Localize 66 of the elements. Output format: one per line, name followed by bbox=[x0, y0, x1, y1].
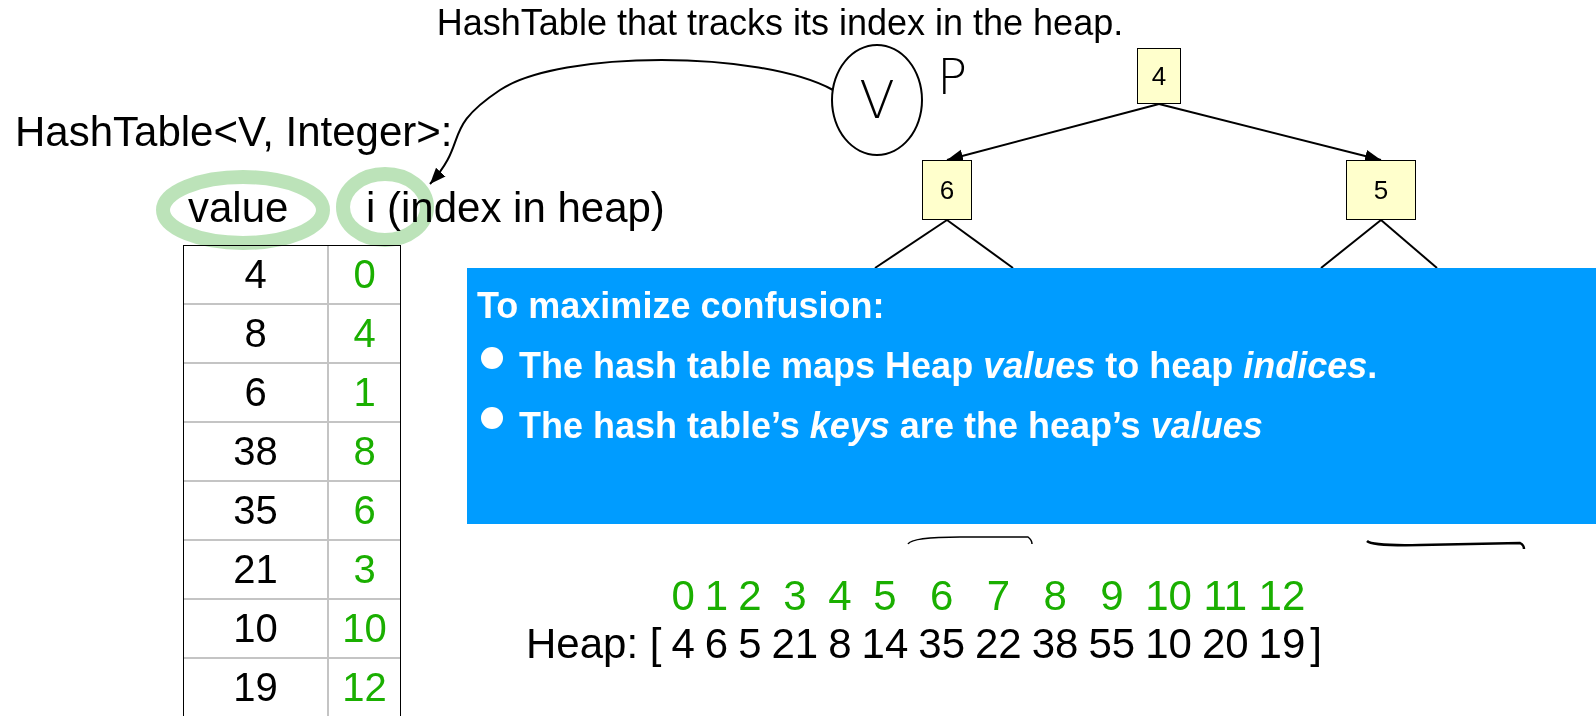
table-cell: 1 bbox=[329, 364, 400, 423]
table-cell: 21 bbox=[184, 541, 329, 600]
bracket-text: ] bbox=[1310, 620, 1322, 668]
index-number: 12 bbox=[1258, 572, 1306, 620]
index-number: 2 bbox=[738, 572, 762, 620]
table-cell: 8 bbox=[329, 423, 400, 482]
table-cell: 12 bbox=[329, 659, 400, 716]
table-cell: 10 bbox=[329, 600, 400, 659]
table-cell: 6 bbox=[184, 364, 329, 423]
heap-value: 35 bbox=[918, 620, 965, 668]
handwritten-letter: V bbox=[859, 70, 895, 130]
index-number: 10 bbox=[1145, 572, 1192, 620]
bullet-text: The hash table’s keys are the heap’s values bbox=[519, 404, 1263, 448]
heap-label: Heap: [ bbox=[526, 620, 662, 668]
index-number: 8 bbox=[1043, 572, 1067, 620]
table-cell: 10 bbox=[184, 600, 329, 659]
heap-value: 21 bbox=[771, 620, 819, 668]
index-number: 6 bbox=[929, 572, 954, 620]
index-number: 0 bbox=[671, 572, 695, 620]
table-cell: 38 bbox=[184, 423, 329, 482]
bullet-text: The hash table maps Heap values to heap indices. bbox=[519, 344, 1378, 388]
slide-title: HashTable that tracks its index in the heap. bbox=[435, 2, 1125, 44]
heap-node bbox=[922, 160, 972, 220]
index-number: 11 bbox=[1203, 572, 1248, 620]
heap-value: 22 bbox=[975, 620, 1022, 668]
heap-value: 14 bbox=[861, 620, 909, 668]
index-number: 4 bbox=[828, 572, 852, 620]
node-value: 5 bbox=[1373, 174, 1389, 206]
index-number: 3 bbox=[783, 572, 807, 620]
tree-line bbox=[1380, 219, 1438, 269]
table-cell: 19 bbox=[184, 659, 329, 716]
heap-value: 4 bbox=[671, 620, 695, 668]
heap-node bbox=[1137, 48, 1181, 104]
heap-value: 5 bbox=[738, 620, 762, 668]
heap-value: 8 bbox=[828, 620, 852, 668]
heap-value: 20 bbox=[1201, 620, 1249, 668]
node-value: 4 bbox=[1151, 60, 1167, 92]
heap-value: 38 bbox=[1031, 620, 1079, 668]
index-number: 9 bbox=[1100, 572, 1124, 620]
heap-value: 6 bbox=[704, 620, 729, 668]
table-cell: 8 bbox=[184, 305, 329, 364]
index-number: 5 bbox=[873, 572, 897, 620]
table-type-label: HashTable<V, Integer>: bbox=[15, 108, 453, 155]
heap-value: 19 bbox=[1258, 620, 1306, 668]
column-header: i (index in heap) bbox=[366, 184, 665, 232]
table-cell: 4 bbox=[184, 246, 329, 305]
table-cell: 6 bbox=[329, 482, 400, 541]
table-cell: 3 bbox=[329, 541, 400, 600]
table-cell: 35 bbox=[184, 482, 329, 541]
tree-line bbox=[946, 219, 1014, 269]
tree-line bbox=[1320, 219, 1382, 269]
index-number: 7 bbox=[986, 572, 1011, 620]
heap-node bbox=[1346, 160, 1416, 220]
heap-value: 55 bbox=[1088, 620, 1136, 668]
table-cell: 0 bbox=[329, 246, 400, 305]
column-header: value bbox=[188, 184, 289, 231]
handwritten-circle bbox=[831, 44, 923, 156]
index-number: 1 bbox=[704, 572, 729, 620]
callout-box bbox=[467, 268, 1596, 524]
handwritten-arrow bbox=[429, 59, 834, 185]
callout-heading: To maximize confusion: bbox=[477, 284, 886, 328]
handwritten-letter: P bbox=[937, 48, 968, 106]
heap-value: 10 bbox=[1145, 620, 1192, 668]
table-cell: 4 bbox=[329, 305, 400, 364]
tree-line bbox=[874, 219, 948, 269]
node-value: 6 bbox=[939, 174, 955, 206]
